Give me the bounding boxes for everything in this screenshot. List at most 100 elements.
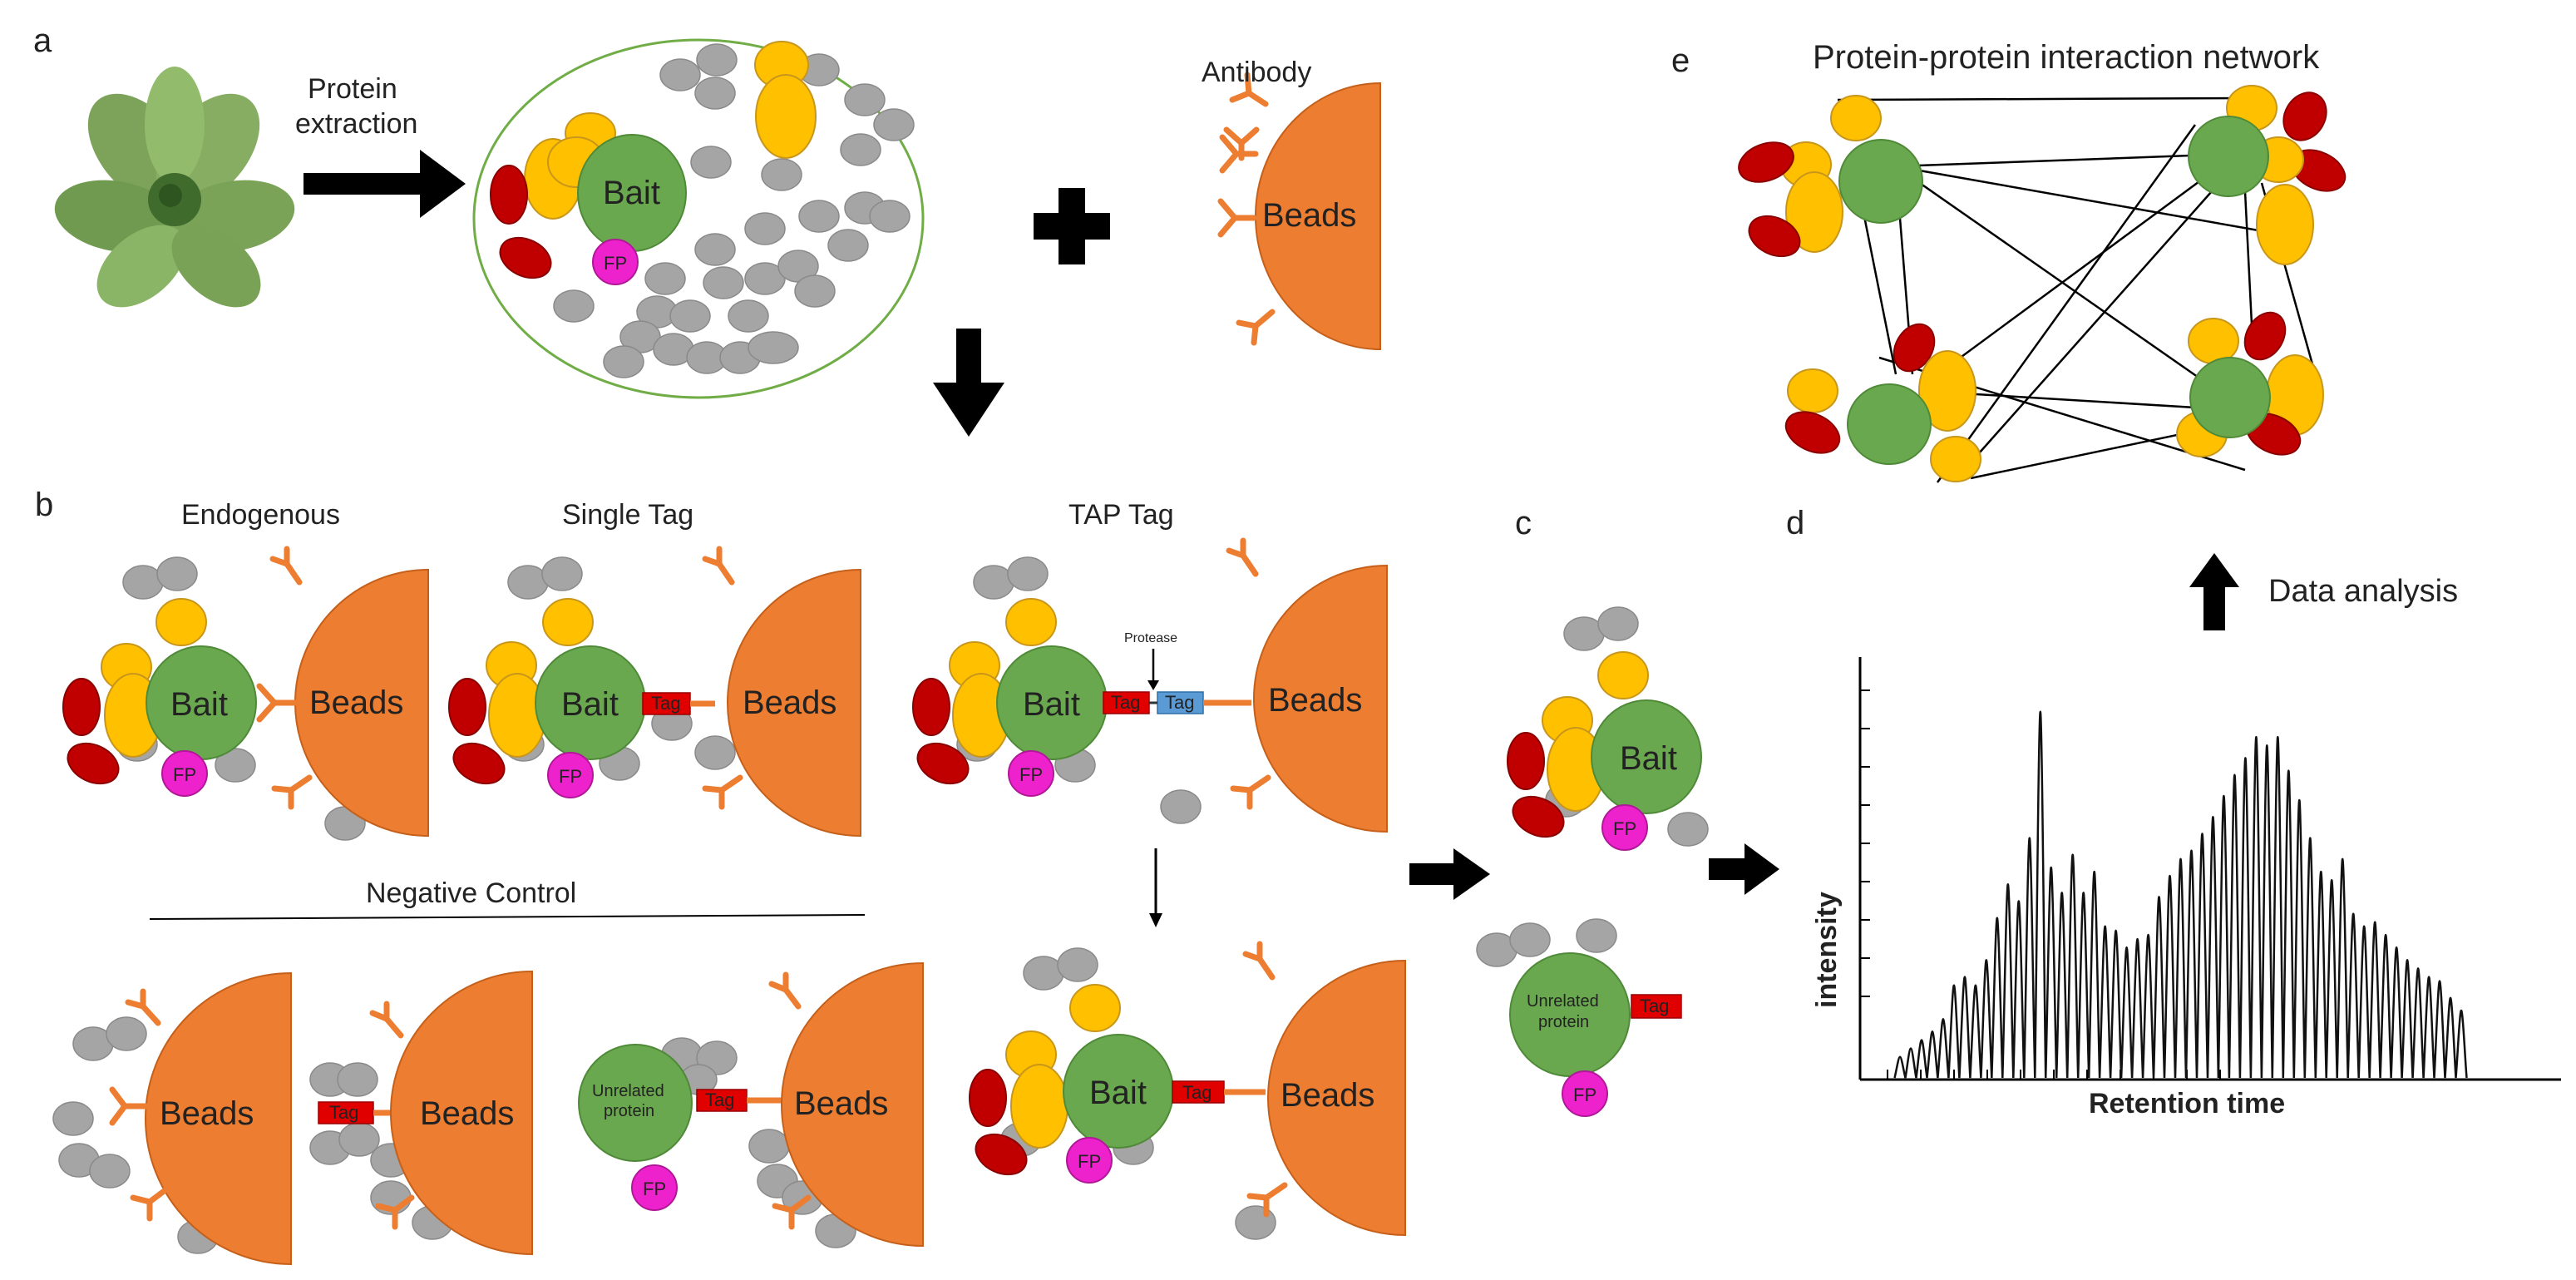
negative-control-title: Negative Control bbox=[366, 877, 576, 909]
unrelated-label-neg-1: Unrelated bbox=[592, 1082, 664, 1100]
chromatogram-line bbox=[1893, 710, 2468, 1079]
tag-label-neg: Tag bbox=[329, 1102, 358, 1123]
peak-point bbox=[1910, 1047, 1912, 1050]
beads-label-tap: Beads bbox=[1268, 682, 1362, 719]
peak-point bbox=[1942, 1018, 1944, 1020]
peak-point bbox=[2147, 934, 2149, 936]
peak-point bbox=[2298, 799, 2301, 801]
y-axis-ticks bbox=[1860, 689, 1870, 997]
peak-point bbox=[2233, 773, 2236, 776]
peak-point bbox=[2158, 896, 2160, 898]
peak-point bbox=[2352, 912, 2354, 915]
peak-point bbox=[1899, 1055, 1901, 1058]
bait-label-tap: Bait bbox=[1023, 686, 1080, 723]
tap-tag-title: TAP Tag bbox=[1068, 499, 1174, 531]
tag-label-c: Tag bbox=[1640, 996, 1669, 1016]
peak-point bbox=[2093, 871, 2095, 872]
panel-label-a: a bbox=[33, 22, 52, 59]
down-arrow bbox=[933, 329, 1004, 437]
data-analysis-arrow bbox=[2189, 553, 2239, 630]
peak-point bbox=[1996, 917, 1998, 919]
fp-label-a: FP bbox=[604, 253, 627, 274]
peak-point bbox=[2179, 858, 2182, 860]
tag-label-single: Tag bbox=[651, 693, 680, 714]
unrelated-label-c-1: Unrelated bbox=[1527, 992, 1599, 1011]
beads-label-a: Beads bbox=[1262, 197, 1356, 234]
network-title: Protein-protein interaction network bbox=[1813, 39, 2320, 76]
endogenous-complex bbox=[62, 546, 429, 841]
peak-point bbox=[2115, 930, 2117, 932]
peak-point bbox=[2266, 744, 2268, 747]
bait-label-cleaved: Bait bbox=[1089, 1075, 1147, 1111]
antibody-beads-a bbox=[1217, 72, 1381, 351]
chromatogram-series bbox=[1893, 710, 2468, 1079]
protein-extraction-arrow bbox=[303, 150, 466, 218]
peak-point bbox=[2342, 858, 2343, 860]
interaction-network bbox=[1738, 85, 2347, 483]
panel-label-c: c bbox=[1515, 505, 1532, 541]
chromatogram bbox=[1858, 657, 2561, 1081]
protein-extract-cell bbox=[472, 38, 925, 399]
panel-label-b: b bbox=[35, 487, 53, 523]
negative-control-unrelated bbox=[578, 961, 924, 1248]
negative-control-tag-only bbox=[309, 970, 533, 1256]
endogenous-title: Endogenous bbox=[181, 499, 340, 531]
peak-point bbox=[1975, 984, 1976, 986]
beads-label-neg-3: Beads bbox=[794, 1085, 888, 1122]
peak-point bbox=[2082, 892, 2085, 894]
protease-label: Protease bbox=[1124, 631, 1177, 645]
beads-label-neg-2: Beads bbox=[420, 1095, 514, 1132]
panel-label-d: d bbox=[1786, 505, 1804, 541]
peak-point bbox=[1964, 976, 1966, 978]
plant-image bbox=[54, 67, 295, 308]
peak-point bbox=[2428, 976, 2430, 978]
peak-point bbox=[2071, 854, 2074, 856]
peak-point bbox=[2201, 833, 2203, 835]
peak-point bbox=[2309, 837, 2312, 839]
peak-point bbox=[2460, 1010, 2462, 1011]
peak-point bbox=[2374, 922, 2376, 923]
tag-label-tap-2: Tag bbox=[1165, 692, 1194, 713]
beads-label-cleaved: Beads bbox=[1281, 1077, 1374, 1114]
peak-point bbox=[2385, 934, 2386, 936]
peak-point bbox=[1932, 1030, 1933, 1033]
x-axis-label: Retention time bbox=[2089, 1088, 2285, 1119]
peak-point bbox=[2287, 769, 2290, 772]
beads-label-single: Beads bbox=[743, 684, 836, 721]
peak-point bbox=[2018, 900, 2020, 902]
peak-point bbox=[2331, 879, 2332, 881]
beads-label-neg-1: Beads bbox=[160, 1095, 254, 1132]
peak-point bbox=[2060, 892, 2063, 894]
peak-point bbox=[2450, 997, 2451, 999]
peak-point bbox=[2363, 926, 2365, 927]
single-tag-title: Single Tag bbox=[562, 499, 693, 531]
single-tag-complex bbox=[448, 546, 861, 838]
peak-point bbox=[1953, 984, 1955, 986]
peak-point bbox=[2190, 850, 2193, 852]
tag-label-neg-unrel: Tag bbox=[705, 1090, 734, 1110]
protein-extraction-label-1: Protein bbox=[308, 73, 397, 105]
peak-point bbox=[1921, 1039, 1922, 1041]
data-analysis-label: Data analysis bbox=[2268, 574, 2458, 609]
peak-point bbox=[2277, 736, 2279, 738]
unrelated-label-c-2: protein bbox=[1538, 1013, 1589, 1031]
peak-point bbox=[2320, 871, 2322, 872]
peak-point bbox=[2169, 875, 2171, 877]
bait-label-a: Bait bbox=[603, 175, 660, 211]
peak-point bbox=[2125, 946, 2128, 948]
negative-control-divider bbox=[149, 914, 866, 920]
eluted-complex bbox=[1507, 606, 1709, 851]
tap-tag-complex bbox=[912, 537, 1388, 927]
peak-point bbox=[1986, 959, 1987, 961]
protein-extraction-label-2: extraction bbox=[295, 108, 417, 140]
peak-point bbox=[2136, 938, 2139, 940]
eluted-unrelated bbox=[1476, 918, 1682, 1117]
peak-point bbox=[2255, 736, 2258, 738]
peak-point bbox=[2040, 711, 2041, 713]
fp-label-single: FP bbox=[559, 766, 582, 787]
fp-label-tap: FP bbox=[1019, 764, 1043, 785]
antibody-label: Antibody bbox=[1202, 57, 1311, 88]
peak-point bbox=[2029, 837, 2031, 839]
tag-label-cleaved: Tag bbox=[1182, 1082, 1212, 1103]
